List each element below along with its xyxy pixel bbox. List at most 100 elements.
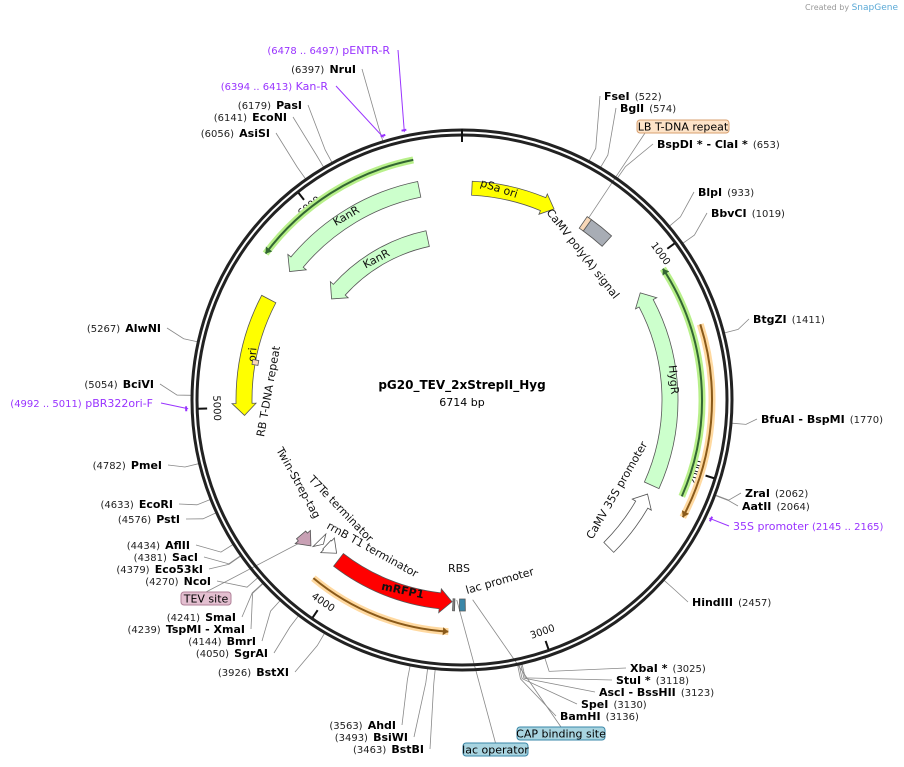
callout-line: [456, 599, 496, 744]
enzyme-position: (4239): [127, 625, 160, 636]
enzyme-nrui: (6397) NruI: [291, 58, 356, 77]
enzyme-saci: (4381) SacI: [134, 546, 198, 565]
enzyme-position: (6179): [238, 101, 271, 112]
primer-range: (6394 .. 6413): [221, 82, 293, 93]
plasmid-name: pG20_TEV_2xStrepII_Hyg: [378, 378, 545, 393]
enzyme-position: (4434): [127, 541, 160, 552]
enzyme-position: (1770): [850, 415, 883, 426]
feature-label: lac promoter: [464, 565, 536, 597]
enzyme-position: (4144): [188, 637, 221, 648]
tick-label: 3000: [529, 623, 557, 642]
enzyme-bfuai-bspmi: BfuAI - BspMI (1770): [761, 408, 883, 427]
feature-label: ori: [246, 347, 260, 362]
feature-t7te-terminator: [311, 532, 327, 548]
enzyme-site-line: [159, 383, 192, 396]
enzyme-name: SgrAI: [234, 647, 268, 660]
callout-box: [516, 726, 606, 741]
enzyme-bgli: BglI (574): [620, 97, 676, 116]
enzyme-name: AhdI: [368, 719, 396, 732]
enzyme-site-line: [185, 512, 216, 520]
primer-35s-promoter: 35S promoter (2145 .. 2165): [733, 520, 884, 533]
enzyme-name: PasI: [276, 99, 302, 112]
enzyme-position: (4381): [134, 553, 167, 564]
enzyme-position: (522): [635, 92, 662, 103]
tick-label: 5000: [210, 395, 222, 421]
enzyme-asisi: (6056) AsiSI: [201, 122, 270, 141]
orf-highlight: [262, 156, 414, 256]
enzyme-position: (3493): [335, 733, 368, 744]
enzyme-position: (4241): [167, 613, 200, 624]
enzyme-site-line: [669, 191, 695, 227]
enzyme-site-line: [307, 104, 333, 163]
enzyme-name: SacI: [172, 551, 198, 564]
enzyme-name: SmaI: [205, 611, 236, 624]
enzyme-name: SpeI: [581, 698, 608, 711]
callout-tev-site: TEV site: [183, 593, 229, 606]
enzyme-site-line: [167, 463, 199, 468]
feature-camv-35s-promoter: [603, 493, 652, 553]
enzyme-bcivi: (5054) BciVI: [84, 373, 154, 392]
enzyme-position: (5267): [87, 324, 120, 335]
enzyme-name: EcoNI: [252, 111, 287, 124]
enzyme-position: (2062): [775, 489, 808, 500]
feature-rbs: [452, 598, 456, 612]
primer-range: (2145 .. 2165): [812, 522, 884, 533]
orf-arrowhead: [662, 268, 670, 276]
primer-name: Kan-R: [296, 80, 329, 93]
enzyme-name: AlwNI: [125, 322, 161, 335]
enzyme-ecori: (4633) EcoRI: [100, 493, 173, 512]
enzyme-name: BspDI * - ClaI *: [657, 138, 748, 151]
enzyme-name: TspMI - XmaI: [166, 623, 245, 636]
enzyme-position: (6056): [201, 129, 234, 140]
enzyme-ncoi: (4270) NcoI: [145, 570, 211, 589]
primer-line: [335, 85, 384, 138]
enzyme-name: BciVI: [123, 378, 154, 391]
feature-psa-ori: [471, 180, 555, 215]
enzyme-hindiii: HindIII (2457): [692, 591, 771, 610]
enzyme-position: (3563): [329, 721, 362, 732]
feature-ori: [231, 294, 277, 416]
enzyme-name: BfuAI - BspMI: [761, 413, 845, 426]
feature-label: HygR: [666, 364, 682, 395]
snapgene-logo: SnapGene: [851, 3, 898, 13]
enzyme-name: AsiSI: [239, 127, 270, 140]
enzyme-site-line: [617, 143, 654, 179]
enzyme-position: (4633): [100, 500, 133, 511]
enzyme-aflii: (4434) AflII: [127, 534, 190, 553]
enzyme-position: (933): [727, 188, 754, 199]
enzyme-site-line: [195, 544, 234, 553]
tick-mark: [666, 242, 676, 250]
enzyme-site-line: [663, 580, 689, 603]
feature-twin-strep-tag: [294, 529, 312, 547]
enzyme-site-line: [250, 583, 264, 630]
primer-name: pENTR-R: [342, 44, 390, 57]
enzyme-position: (3123): [681, 688, 714, 699]
enzyme-site-line: [588, 95, 601, 161]
enzyme-site-line: [518, 664, 578, 705]
enzyme-site-line: [273, 615, 299, 654]
enzyme-name: NcoI: [184, 575, 211, 588]
tick-label: 1000: [648, 241, 672, 268]
enzyme-site-line: [261, 600, 281, 642]
enzyme-pasi: (6179) PasI: [238, 94, 302, 113]
enzyme-site-line: [178, 499, 211, 506]
enzyme-smai: (4241) SmaI: [167, 606, 236, 625]
feature-rrnb-t1-terminator: [319, 537, 338, 554]
callout-box: [462, 742, 529, 757]
orf-line: [312, 577, 449, 633]
enzyme-site-line: [413, 668, 428, 738]
tick-mark: [311, 609, 319, 619]
enzyme-position: (6141): [214, 113, 247, 124]
feature-lac-promoter: [459, 598, 466, 612]
orf-arrowhead: [681, 510, 690, 518]
enzyme-site-line: [520, 664, 596, 693]
orf-line: [681, 324, 713, 518]
enzyme-name: XbaI *: [630, 662, 668, 675]
enzyme-bamhi: BamHI (3136): [560, 705, 639, 724]
enzyme-name: NruI: [329, 63, 356, 76]
enzyme-position: (3136): [606, 712, 639, 723]
enzyme-name: BglI: [620, 102, 644, 115]
callout-lb-t-dna-repeat: LB T-DNA repeat: [638, 121, 729, 134]
enzyme-name: BbvCI: [711, 207, 747, 220]
